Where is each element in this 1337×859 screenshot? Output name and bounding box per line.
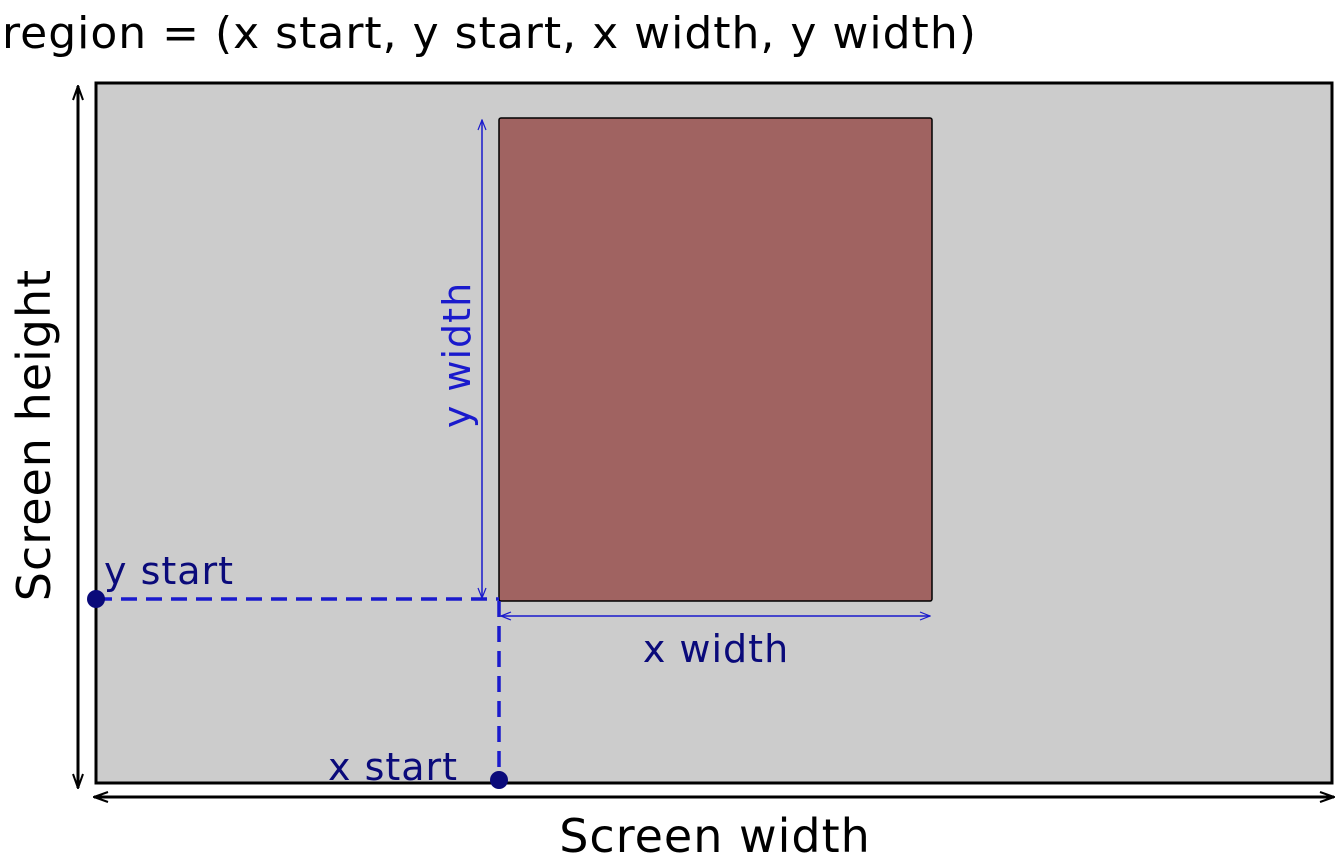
x-start-label: x start [328,745,458,789]
diagram-title: region = (x start, y start, x width, y w… [2,8,977,59]
screen-width-label: Screen width [559,809,871,859]
screen-height-label: Screen height [7,269,61,601]
region-rectangle [498,117,933,602]
y-start-label: y start [104,549,234,593]
x-width-label: x width [643,627,789,671]
x-start-marker [490,771,508,789]
y-start-marker [87,590,105,608]
y-width-label: y width [435,282,479,428]
